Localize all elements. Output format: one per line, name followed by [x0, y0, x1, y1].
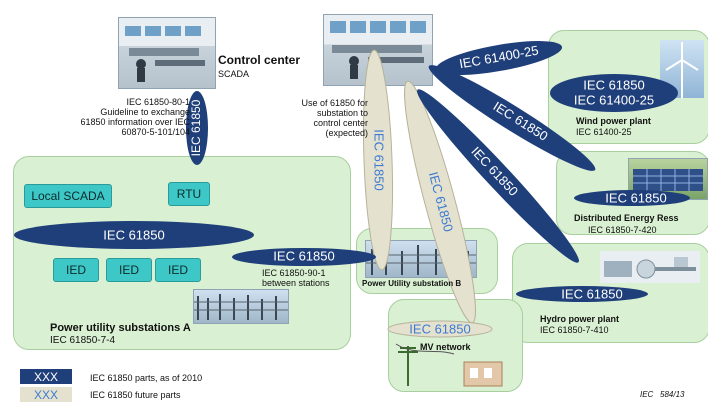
mv-network-title: MV network	[420, 342, 471, 352]
der-standard: IEC 61850-7-420	[588, 225, 657, 235]
future-link-label-1: IEC 61850	[372, 129, 387, 190]
wind-label-line2: IEC 61400-25	[574, 92, 654, 107]
wind-plant-title: Wind power plant	[576, 116, 651, 126]
ied-tag-1: IED	[53, 258, 99, 282]
hydro-standard: IEC 61850-7-410	[540, 325, 609, 335]
hydro-local-bus: IEC 61850	[516, 286, 648, 302]
substation-a-bus-label: IEC 61850	[103, 227, 164, 242]
legend-swatch-future: XXX	[20, 387, 72, 402]
control-room-photo-left	[118, 17, 216, 89]
hydro-turbine-photo	[600, 251, 700, 283]
substation-a-photo	[193, 289, 289, 324]
between-stations-text: IEC 61850-90-1 between stations	[262, 268, 330, 288]
der-label: IEC 61850	[605, 190, 666, 205]
wind-label-line1: IEC 61850	[583, 77, 644, 92]
rtu-tag: RTU	[168, 182, 210, 206]
legend-swatch-current: XXX	[20, 369, 72, 384]
mv-label: IEC 61850	[409, 321, 470, 336]
hydro-title: Hydro power plant	[540, 314, 620, 324]
der-local-bus: IEC 61850	[574, 190, 690, 206]
mv-local-bus: IEC 61850	[387, 320, 493, 338]
wind-local-bus: IEC 61850 IEC 61400-25	[550, 74, 678, 112]
wind-plant-standard: IEC 61400-25	[576, 127, 632, 137]
legend-text-current: IEC 61850 parts, as of 2010	[90, 373, 203, 383]
figure-id: IEC 584/13	[640, 390, 685, 399]
future-link-cc-to-mv: IEC 61850	[404, 80, 476, 324]
control-center-title: Control center	[218, 53, 301, 67]
control-room-photo-center	[323, 14, 433, 86]
substation-a-standard: IEC 61850-7-4	[50, 335, 116, 346]
guideline-text: IEC 61850-80-1 Guideline to exchange 618…	[80, 97, 190, 137]
mv-network-photo	[394, 338, 508, 388]
link-between-stations: IEC 61850	[232, 248, 376, 266]
ied-tag-2: IED	[106, 258, 152, 282]
link-diag-to-hydro-label: IEC 61850	[468, 144, 521, 199]
hydro-label: IEC 61850	[561, 286, 622, 301]
link-cc-vertical-label: IEC 61850	[189, 99, 203, 156]
use-of-61850-text: Use of 61850 for substation to control c…	[301, 98, 368, 138]
future-link-cc-to-substation-b: IEC 61850	[362, 49, 394, 271]
local-scada-tag: Local SCADA	[24, 184, 112, 208]
substation-a-bus: IEC 61850	[14, 221, 254, 249]
substation-b-label: Power Utility substation B	[362, 279, 462, 288]
control-center-subtitle: SCADA	[218, 69, 250, 79]
legend-text-future: IEC 61850 future parts	[90, 390, 181, 400]
substation-a-title: Power utility substations A	[50, 322, 191, 334]
link-cc-vertical: IEC 61850	[186, 91, 208, 165]
ied-tag-3: IED	[155, 258, 201, 282]
der-title: Distributed Energy Ress	[574, 213, 679, 223]
link-between-stations-label: IEC 61850	[273, 248, 334, 263]
